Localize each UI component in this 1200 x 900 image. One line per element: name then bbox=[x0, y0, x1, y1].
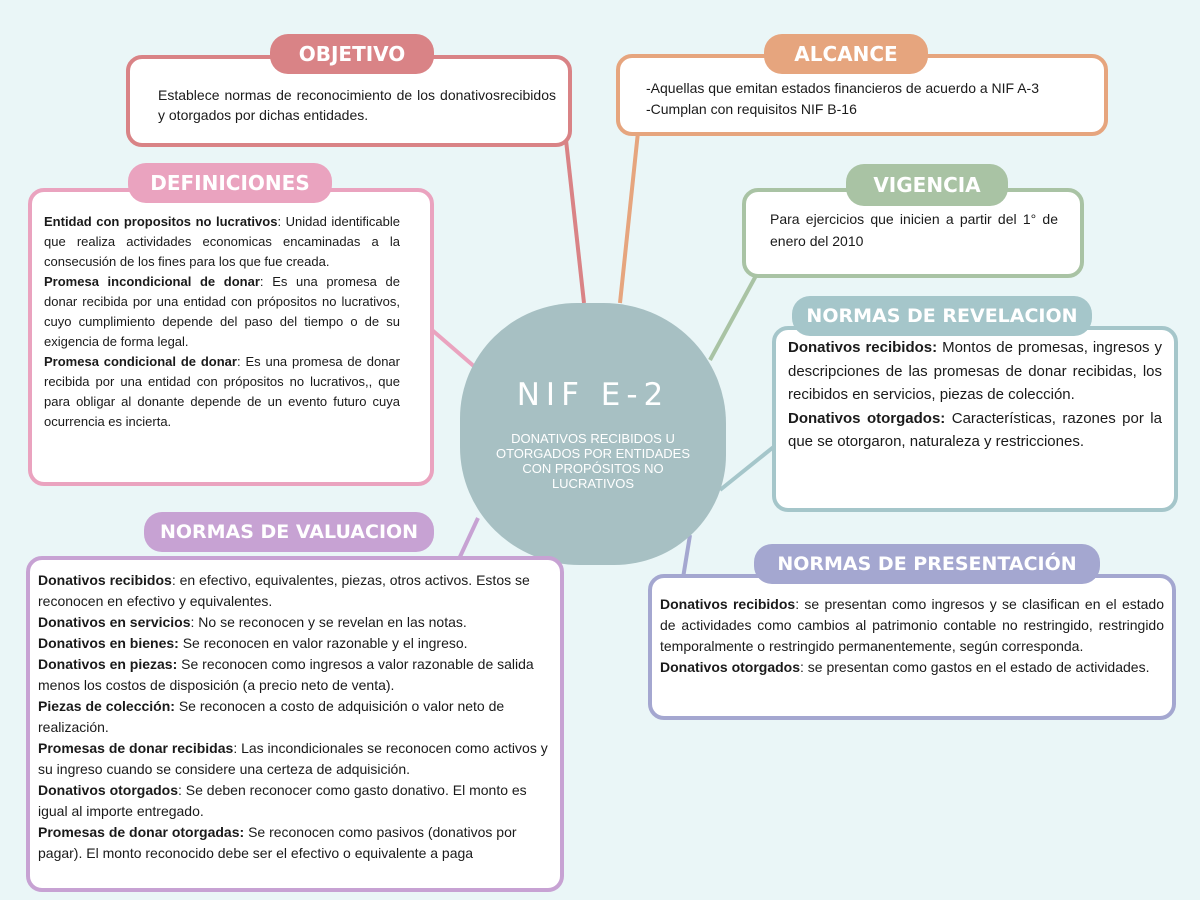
revelacion-term: Donativos otorgados: bbox=[788, 409, 946, 427]
valuacion-term: Promesas de donar recibidas bbox=[38, 740, 234, 756]
presentacion-box: Donativos recibidos: se presentan como i… bbox=[648, 574, 1176, 720]
valuacion-title: NORMAS DE VALUACION bbox=[144, 512, 434, 552]
valuacion-item: Donativos en piezas: Se reconocen como i… bbox=[38, 654, 550, 696]
presentacion-term: Donativos recibidos bbox=[660, 596, 796, 612]
vigencia-text: Para ejercicios que inicien a partir del… bbox=[770, 211, 1058, 249]
valuacion-term: Piezas de colección: bbox=[38, 698, 175, 714]
valuacion-box: Donativos recibidos: en efectivo, equiva… bbox=[26, 556, 564, 892]
valuacion-term: Donativos en servicios bbox=[38, 614, 191, 630]
definicion-text: Es una promesa de donar recibida por una… bbox=[44, 274, 401, 349]
revelacion-title: NORMAS DE REVELACION bbox=[792, 296, 1092, 336]
revelacion-item: Donativos recibidos: Montos de promesas,… bbox=[788, 336, 1162, 407]
definicion-item: Promesa incondicional de donar: Es una p… bbox=[44, 272, 400, 352]
presentacion-item: Donativos recibidos: se presentan como i… bbox=[660, 594, 1164, 657]
revelacion-text: Montos de promesas, ingresos y descripci… bbox=[788, 339, 1162, 403]
vigencia-title: VIGENCIA bbox=[846, 164, 1008, 206]
objetivo-text: Establece normas de reconocimiento de lo… bbox=[158, 87, 556, 123]
valuacion-text: Se reconocen como pasivos (donativos por… bbox=[38, 824, 517, 861]
valuacion-text: No se reconocen y se revelan en las nota… bbox=[198, 614, 467, 630]
valuacion-item: Donativos en bienes: Se reconocen en val… bbox=[38, 633, 550, 654]
central-subtitle: DONATIVOS RECIBIDOS U OTORGADOS POR ENTI… bbox=[495, 431, 691, 491]
definiciones-title: DEFINICIONES bbox=[128, 163, 332, 203]
definicion-term: Promesa condicional de donar bbox=[44, 354, 237, 369]
definicion-sep: : bbox=[277, 214, 286, 229]
revelacion-item: Donativos otorgados: Características, ra… bbox=[788, 407, 1162, 454]
presentacion-item: Donativos otorgados: se presentan como g… bbox=[660, 657, 1164, 678]
valuacion-term: Donativos recibidos bbox=[38, 572, 172, 588]
presentacion-sep: : bbox=[795, 596, 805, 612]
definicion-term: Promesa incondicional de donar bbox=[44, 274, 260, 289]
valuacion-text: Las incondicionales se reconocen como ac… bbox=[38, 740, 548, 777]
valuacion-sep: : bbox=[190, 614, 199, 630]
central-title: NIF E-2 bbox=[516, 377, 670, 413]
alcance-box: -Aquellas que emitan estados financieros… bbox=[616, 54, 1108, 136]
revelacion-term: Donativos recibidos: bbox=[788, 339, 938, 356]
presentacion-term: Donativos otorgados bbox=[660, 659, 801, 675]
valuacion-text: Se reconocen en valor razonable y el ing… bbox=[182, 635, 468, 651]
alcance-line: -Cumplan con requisitos NIF B-16 bbox=[646, 101, 857, 117]
valuacion-sep: : bbox=[171, 572, 180, 588]
link-objetivo bbox=[564, 139, 586, 304]
valuacion-sep: : bbox=[178, 782, 186, 798]
definicion-sep: : bbox=[236, 354, 246, 369]
valuacion-term: Donativos en bienes: bbox=[38, 635, 179, 651]
valuacion-text: Se reconocen como ingresos a valor razon… bbox=[38, 656, 534, 693]
definicion-text: Unidad identificable que realiza activid… bbox=[44, 214, 401, 269]
valuacion-term: Promesas de donar otorgadas: bbox=[38, 824, 245, 840]
presentacion-title: NORMAS DE PRESENTACIÓN bbox=[754, 544, 1100, 584]
alcance-line: -Aquellas que emitan estados financieros… bbox=[646, 80, 1040, 96]
central-topic: NIF E-2 DONATIVOS RECIBIDOS U OTORGADOS … bbox=[460, 303, 726, 565]
alcance-title: ALCANCE bbox=[764, 34, 928, 74]
revelacion-text: Características, razones por la que se o… bbox=[788, 409, 1162, 451]
link-vigencia bbox=[708, 271, 760, 361]
valuacion-term: Donativos otorgados bbox=[38, 782, 179, 798]
presentacion-text: se presentan como gastos en el estado de… bbox=[807, 659, 1150, 675]
valuacion-term: Donativos en piezas: bbox=[38, 656, 178, 672]
valuacion-item: Donativos recibidos: en efectivo, equiva… bbox=[38, 570, 550, 612]
valuacion-text: Se reconocen a costo de adquisición o va… bbox=[38, 698, 505, 735]
valuacion-item: Donativos en servicios: No se reconocen … bbox=[38, 612, 550, 633]
presentacion-text: se presentan como ingresos y se clasific… bbox=[660, 596, 1164, 654]
link-revelacion bbox=[718, 443, 778, 492]
definicion-sep: : bbox=[259, 274, 273, 289]
link-presentacion bbox=[681, 534, 692, 579]
objetivo-title: OBJETIVO bbox=[270, 34, 434, 74]
valuacion-item: Piezas de colección: Se reconocen a cost… bbox=[38, 696, 550, 738]
definicion-text: Es una promesa de donar recibida por una… bbox=[44, 354, 400, 429]
definicion-item: Promesa condicional de donar: Es una pro… bbox=[44, 352, 400, 432]
valuacion-item: Promesas de donar recibidas: Las incondi… bbox=[38, 738, 550, 780]
valuacion-item: Promesas de donar otorgadas: Se reconoce… bbox=[38, 822, 550, 864]
valuacion-sep: : bbox=[233, 740, 242, 756]
link-definiciones bbox=[430, 328, 478, 370]
definicion-item: Entidad con propositos no lucrativos: Un… bbox=[44, 212, 400, 272]
definiciones-box: Entidad con propositos no lucrativos: Un… bbox=[28, 188, 434, 486]
valuacion-text: Se deben reconocer como gasto donativo. … bbox=[38, 782, 527, 819]
link-alcance bbox=[618, 131, 640, 304]
revelacion-box: Donativos recibidos: Montos de promesas,… bbox=[772, 326, 1178, 512]
valuacion-text: en efectivo, equivalentes, piezas, otros… bbox=[38, 572, 530, 609]
definicion-term: Entidad con propositos no lucrativos bbox=[44, 214, 278, 229]
presentacion-sep: : bbox=[800, 659, 808, 675]
valuacion-item: Donativos otorgados: Se deben reconocer … bbox=[38, 780, 550, 822]
